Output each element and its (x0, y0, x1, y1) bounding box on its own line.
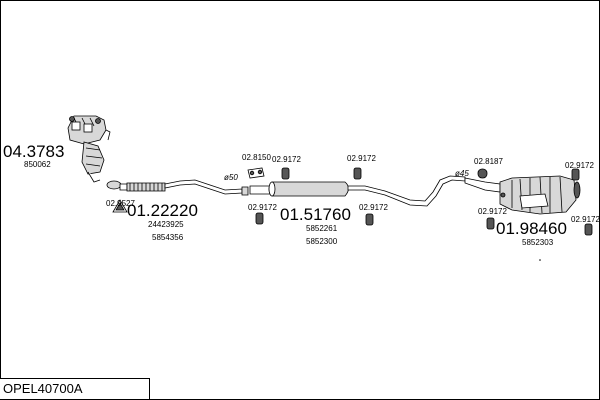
ref-number-front-pipe-2: 5854356 (152, 233, 184, 242)
clip-number-rubber-mount-5: 02.9172 (565, 161, 594, 170)
rubber-mount-icon-6[interactable] (486, 217, 495, 230)
clip-number-gasket: 02.8150 (242, 153, 271, 162)
diameter-label-front: ø50 (224, 173, 238, 182)
rubber-mount-icon-1[interactable] (281, 167, 290, 180)
rubber-mount-icon-4[interactable] (365, 213, 374, 226)
clip-number-rubber-mount-1: 02.9172 (272, 155, 301, 164)
front-pipe-drawing[interactable] (106, 179, 249, 196)
diagram-title: OPEL40700A (0, 378, 150, 399)
ref-number-manifold: 850062 (24, 160, 51, 169)
clip-number-rubber-mount-6: 02.9172 (478, 207, 507, 216)
ref-number-middle-silencer-1: 5852261 (306, 224, 338, 233)
rubber-mount-icon-5[interactable] (571, 168, 580, 181)
clip-number-rubber-mount-2: 02.9172 (347, 154, 376, 163)
gasket-icon[interactable] (247, 167, 265, 179)
manifold-drawing[interactable] (67, 115, 111, 183)
rear-silencer-drawing[interactable] (464, 175, 581, 215)
part-number-middle-silencer: 01.51760 (280, 205, 351, 224)
middle-silencer-drawing[interactable] (249, 175, 466, 207)
rubber-mount-icon-3[interactable] (255, 212, 264, 225)
clip-number-rubber-mount-3: 02.9172 (248, 203, 277, 212)
ref-number-front-pipe-1: 24423925 (148, 220, 184, 229)
front-clamp-icon[interactable] (112, 199, 128, 213)
rubber-mount-icon-7[interactable] (584, 223, 593, 236)
part-number-rear-silencer: 01.98460 (496, 219, 567, 238)
stray-dot (539, 259, 541, 261)
ref-number-rear-silencer: 5852303 (522, 238, 554, 247)
clip-number-rubber-mount-7: 02.9172 (571, 215, 600, 224)
clip-number-rubber-mount-4: 02.9172 (359, 203, 388, 212)
ref-number-middle-silencer-2: 5852300 (306, 237, 338, 246)
rubber-mount-icon-2[interactable] (353, 167, 362, 180)
rear-clamp-icon[interactable] (477, 168, 488, 179)
clip-number-rear-clamp: 02.8187 (474, 157, 503, 166)
diameter-label-rear: ø45 (455, 169, 469, 178)
part-number-front-pipe: 01.22220 (127, 201, 198, 220)
clip-number-front-clamp: 02.9527 (106, 199, 135, 208)
part-number-manifold: 04.3783 (3, 142, 64, 161)
